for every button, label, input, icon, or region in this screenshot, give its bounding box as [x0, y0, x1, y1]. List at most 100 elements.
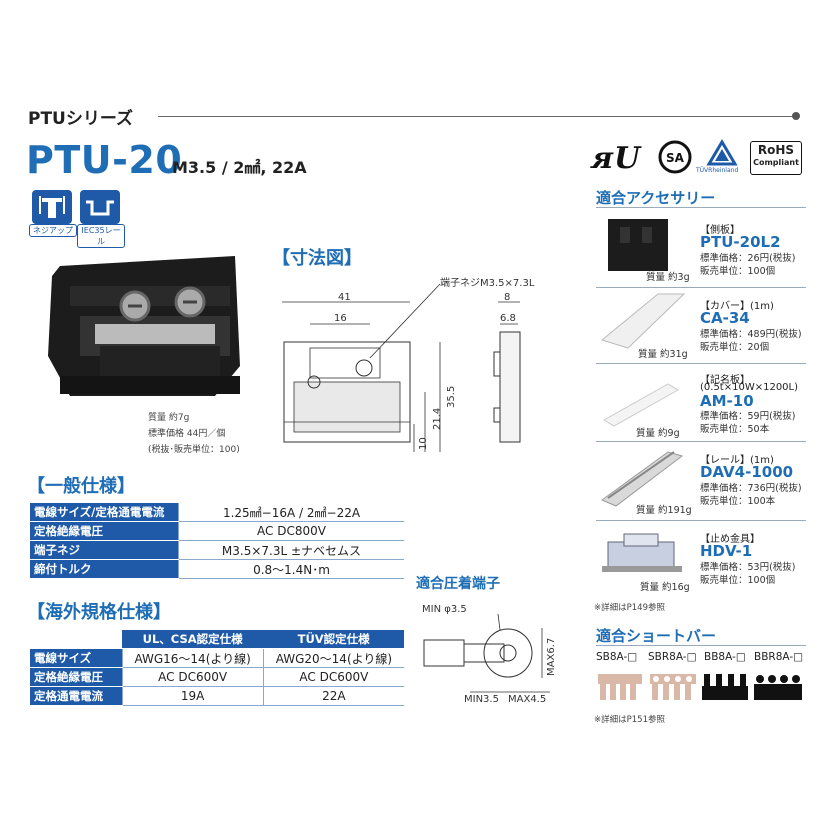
din-rail-icon [86, 200, 114, 216]
accessory-category: 【カバー】(1m) [700, 301, 774, 312]
dim-21-4: 21.4 [432, 408, 443, 430]
accessory-divider [596, 287, 806, 288]
csa-icon: SA [658, 140, 692, 174]
accessory-price: 標準価格：26円(税抜) [700, 253, 796, 264]
shortbar-title: 適合ショートバー [596, 627, 717, 645]
spec-label: 定格絶縁電圧 [30, 667, 122, 687]
accessory-weight: 質量 約191g [636, 505, 692, 516]
shortbar-label: BBR8A-□ [754, 651, 804, 663]
shortbar-sb8a-image [598, 674, 642, 700]
shortbar-title-underline [596, 645, 806, 646]
accessory-price: 標準価格：736円(税抜) [700, 483, 802, 494]
shortbar-label: BB8A-□ [704, 651, 746, 663]
table-row: 定格絶縁電圧 AC DC600V AC DC600V [30, 667, 404, 687]
table-row: 締付トルク 0.8～1.4N･m [30, 559, 404, 579]
accessory-weight: 質量 約31g [638, 349, 688, 360]
dimensions-title: 【寸法図】 [272, 248, 362, 269]
model-spec: M3.5 / 2㎟, 22A [172, 158, 307, 177]
spec-label: 定格通電電流 [30, 686, 122, 706]
accessory-category: 【記名板】 [700, 375, 750, 386]
shortbar-sbr8a-image [650, 674, 696, 700]
shortbar-label: SBR8A-□ [648, 651, 697, 663]
series-title: PTUシリーズ [28, 109, 134, 129]
table-header-row: UL、CSA認定仕様 TÜV認定仕様 [30, 630, 404, 649]
spec-label: 電線サイズ/定格通電電流 [30, 503, 179, 522]
header-divider-dot [792, 112, 800, 120]
accessory-weight: 質量 約16g [640, 582, 690, 593]
spec-value: 1.25㎟−16A / 2㎟−22A [178, 503, 404, 522]
iec35-badge [80, 190, 120, 224]
tuv-icon [706, 139, 738, 166]
table-row: 電線サイズ/定格通電電流 1.25㎟−16A / 2㎟−22A [30, 503, 404, 522]
rohs-compliant: Compliant [753, 158, 799, 167]
accessory-price: 標準価格：489円(税抜) [700, 329, 802, 340]
accessory-weight: 質量 約3g [646, 272, 690, 283]
dim-8: 8 [504, 292, 510, 303]
crimp-max-w: MAX4.5 [508, 694, 546, 705]
dim-6-8: 6.8 [500, 313, 516, 324]
dim-41: 41 [338, 292, 351, 303]
accessory-name: HDV-1 [700, 542, 753, 560]
table-row: 定格通電電流 19A 22A [30, 686, 404, 706]
table-row: 端子ネジ M3.5×7.3L ±ナベセムス [30, 540, 404, 560]
dim-16: 16 [334, 313, 347, 324]
dim-35-5: 35.5 [446, 386, 457, 408]
marker-plate-image [603, 383, 679, 427]
shortbar-bb8a-image [702, 674, 748, 700]
accessory-unit: 販売単位：100個 [700, 575, 776, 586]
screw-up-icon [39, 196, 65, 218]
general-spec-title: 【一般仕様】 [27, 476, 135, 497]
overseas-spec-title: 【海外規格仕様】 [27, 602, 171, 623]
table-row: 電線サイズ AWG16～14(より線) AWG20～14(より線) [30, 648, 404, 668]
din-rail-image [600, 451, 684, 507]
spec-value: AC DC800V [178, 521, 404, 541]
model-title: PTU-20 [26, 138, 183, 182]
cover-image [600, 293, 686, 349]
accessory-category-size: (0.5t×10W×1200L) [700, 382, 799, 393]
spec-label: 定格絶縁電圧 [30, 521, 179, 541]
spec-label: 締付トルク [30, 559, 179, 579]
crimp-max-h: MAX6.7 [546, 638, 557, 676]
accessory-unit: 販売単位：50本 [700, 424, 770, 435]
spec-value-ul: 19A [121, 686, 264, 706]
tuv-label: TÜVRheinland [696, 167, 739, 174]
svg-text:ᴙU: ᴙU [590, 141, 642, 176]
crimp-title: 適合圧着端子 [416, 576, 500, 592]
dim-10: 10 [418, 437, 429, 450]
accessory-name: AM-10 [700, 392, 754, 410]
accessory-divider [596, 363, 806, 364]
end-stopper-image [602, 533, 682, 572]
accessories-title: 適合アクセサリー [596, 189, 716, 207]
spec-value-tuv: 22A [262, 686, 404, 706]
rohs-label: RoHS [757, 143, 795, 157]
shortbar-images [598, 674, 802, 700]
header-divider [158, 116, 794, 117]
accessory-weight: 質量 約9g [636, 428, 680, 439]
accessory-divider [596, 520, 806, 521]
accessory-category: 【止め金具】 [700, 534, 760, 545]
product-price: 標準価格 44円／個 [148, 429, 226, 439]
accessories-note: ※詳細はP149参照 [594, 603, 665, 613]
accessory-unit: 販売単位：100本 [700, 496, 776, 507]
product-image [48, 256, 240, 396]
accessory-category: 【側板】 [700, 225, 740, 236]
accessory-name: DAV4-1000 [700, 463, 794, 481]
spec-value-tuv: AC DC600V [262, 667, 404, 687]
overseas-spec-table: UL、CSA認定仕様 TÜV認定仕様 電線サイズ AWG16～14(より線) A… [30, 630, 404, 706]
shortbar-note: ※詳細はP151参照 [594, 715, 665, 725]
certification-logos: ᴙU SA TÜVRheinland RoHS Compliant [590, 138, 806, 178]
shortbar-label: SB8A-□ [596, 651, 638, 663]
crimp-min-w: MIN3.5 [464, 694, 499, 705]
spec-value-ul: AC DC600V [121, 667, 264, 687]
shortbar-bbr8a-image [754, 675, 802, 700]
accessory-name: CA-34 [700, 309, 750, 327]
dimension-drawing: 41 16 35.5 21.4 10 端子ネジM3.5×7.3L 8 6.8 [282, 276, 535, 452]
side-plate-image [608, 219, 668, 271]
svg-text:SA: SA [666, 151, 685, 165]
ul-icon: ᴙU [590, 141, 642, 176]
screw-up-badge [32, 190, 72, 224]
spec-value: M3.5×7.3L ±ナベセムス [178, 540, 404, 560]
badge-label-screw-up: ネジアップ [29, 224, 77, 237]
accessory-divider [596, 441, 806, 442]
accessory-category: 【レール】(1m) [700, 455, 774, 466]
